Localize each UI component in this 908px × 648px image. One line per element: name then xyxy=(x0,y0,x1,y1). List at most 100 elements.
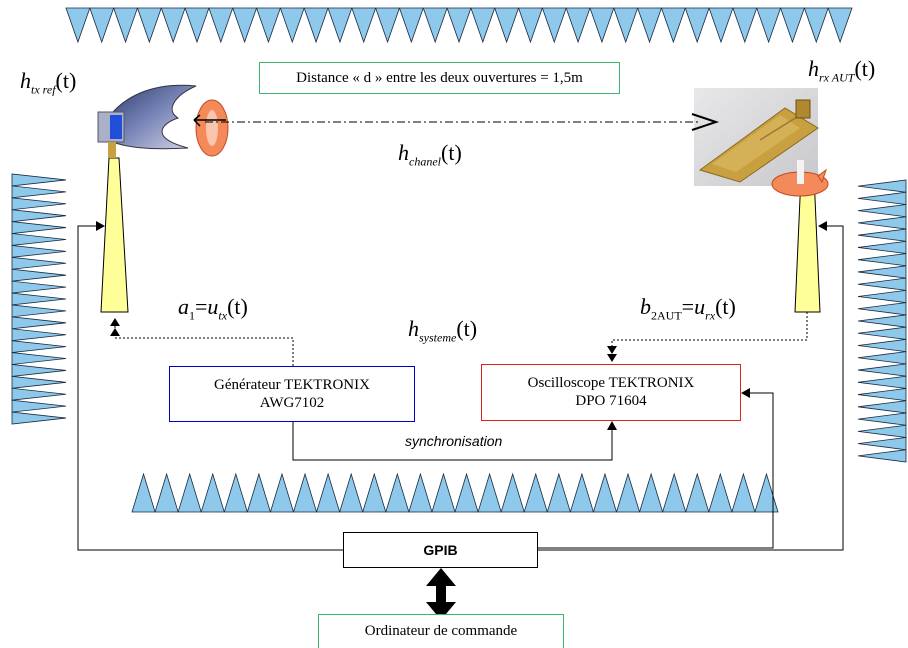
absorber-tooth xyxy=(754,472,779,513)
absorber-tooth xyxy=(857,191,907,205)
absorber-tooth xyxy=(303,7,329,44)
absorber-tooth xyxy=(11,173,67,187)
absorber-tooth xyxy=(184,7,210,44)
absorber-tooth xyxy=(517,7,543,44)
absorber-tooth xyxy=(232,7,258,44)
absorber-tooth xyxy=(292,472,318,513)
absorber-tooth xyxy=(662,472,687,513)
absorber-tooth xyxy=(857,449,907,463)
absorber-top xyxy=(65,7,853,44)
absorber-tooth xyxy=(446,7,472,44)
absorber-tooth xyxy=(803,7,829,44)
absorber-tooth xyxy=(89,7,115,44)
absorber-tooth xyxy=(857,412,907,426)
absorber-tooth xyxy=(592,472,618,513)
absorber-tooth xyxy=(11,233,67,246)
absorber-tooth xyxy=(541,7,567,44)
absorber-tooth xyxy=(827,7,853,44)
absorber-tooth xyxy=(756,7,782,44)
absorber-tooth xyxy=(637,7,663,44)
absorber-tooth xyxy=(477,472,502,513)
absorber-tooth xyxy=(385,472,410,513)
absorber-tooth xyxy=(857,240,907,255)
absorber-tooth xyxy=(685,472,710,513)
absorber-bottom xyxy=(131,472,779,513)
absorber-tooth xyxy=(589,7,615,44)
absorber-tooth xyxy=(279,7,305,44)
oscilloscope-box: Oscilloscope TEKTRONIX DPO 71604 xyxy=(481,364,741,421)
absorber-tooth xyxy=(857,326,907,340)
computer-label: Ordinateur de commande xyxy=(364,623,518,639)
absorber-tooth xyxy=(684,7,710,44)
absorber-tooth xyxy=(857,400,907,414)
gpib-computer-double-arrow xyxy=(426,568,456,620)
absorber-tooth xyxy=(494,7,520,44)
absorber-tooth xyxy=(857,216,907,230)
absorber-tooth xyxy=(569,472,594,513)
absorber-tooth xyxy=(857,437,907,451)
absorber-tooth xyxy=(11,304,67,318)
sync-arrow xyxy=(607,421,617,430)
absorber-tooth xyxy=(246,472,271,513)
absorber-tooth xyxy=(500,472,525,513)
absorber-tooth xyxy=(11,316,67,330)
absorber-tooth xyxy=(11,399,67,413)
absorber-tooth xyxy=(11,280,67,294)
absorber-tooth xyxy=(857,338,907,353)
absorber-tooth xyxy=(339,472,364,513)
absorber-tooth xyxy=(857,289,907,304)
hchanel-label: hchanel(t) xyxy=(398,140,462,169)
absorber-tooth xyxy=(565,7,591,44)
absorber-tooth xyxy=(708,472,733,513)
absorber-tooth xyxy=(11,209,67,223)
absorber-tooth xyxy=(136,7,162,44)
absorber-tooth xyxy=(660,7,686,44)
tx-dotted-signal xyxy=(114,322,294,366)
distance-title-box: Distance « d » entre les deux ouvertures… xyxy=(259,62,620,94)
rx-signal-arrow xyxy=(607,346,617,354)
absorber-tooth xyxy=(857,228,907,242)
absorber-tooth xyxy=(11,292,67,306)
absorber-tooth xyxy=(857,375,907,389)
absorber-tooth xyxy=(11,328,67,342)
absorber-tooth xyxy=(731,472,756,513)
gpib-osc-arrow xyxy=(741,388,750,398)
absorber-tooth xyxy=(422,7,448,44)
gpib-label: GPIB xyxy=(423,542,458,558)
sync-line xyxy=(292,422,613,461)
computer-box: Ordinateur de commande xyxy=(318,614,564,648)
gpib-right-arrow xyxy=(818,221,827,231)
tx-polarization-icon xyxy=(193,99,229,157)
distance-title-text: Distance « d » entre les deux ouvertures… xyxy=(296,70,583,86)
hrx-label: hrx AUT(t) xyxy=(808,56,876,85)
absorber-tooth xyxy=(857,363,907,377)
absorber-tooth xyxy=(11,185,67,199)
absorber-tooth xyxy=(857,277,907,291)
gpib-right-line xyxy=(538,225,844,551)
absorber-tooth xyxy=(11,364,67,377)
absorber-tooth xyxy=(113,7,139,44)
absorber-tooth xyxy=(857,351,907,365)
absorber-tooth xyxy=(613,7,639,44)
absorber-tooth xyxy=(316,472,341,513)
absorber-tooth xyxy=(269,472,295,513)
absorber-tooth xyxy=(11,375,67,389)
absorber-tooth xyxy=(708,7,734,44)
gpib-box: GPIB xyxy=(343,532,538,568)
absorber-tooth xyxy=(362,472,387,513)
absorber-left xyxy=(11,173,67,425)
absorber-tooth xyxy=(223,472,248,513)
absorber-tooth xyxy=(351,7,377,44)
absorber-tooth xyxy=(523,472,548,513)
absorber-tooth xyxy=(857,265,907,279)
absorber-tooth xyxy=(857,253,907,267)
generator-box: Générateur TEKTRONIX AWG7102 xyxy=(169,366,415,422)
absorber-tooth xyxy=(454,472,479,513)
absorber-tooth xyxy=(160,7,186,44)
absorber-tooth xyxy=(65,7,91,44)
absorber-tooth xyxy=(615,472,641,513)
absorber-tooth xyxy=(408,472,433,513)
sync-label: synchronisation xyxy=(405,433,503,449)
absorber-tooth xyxy=(857,302,907,316)
